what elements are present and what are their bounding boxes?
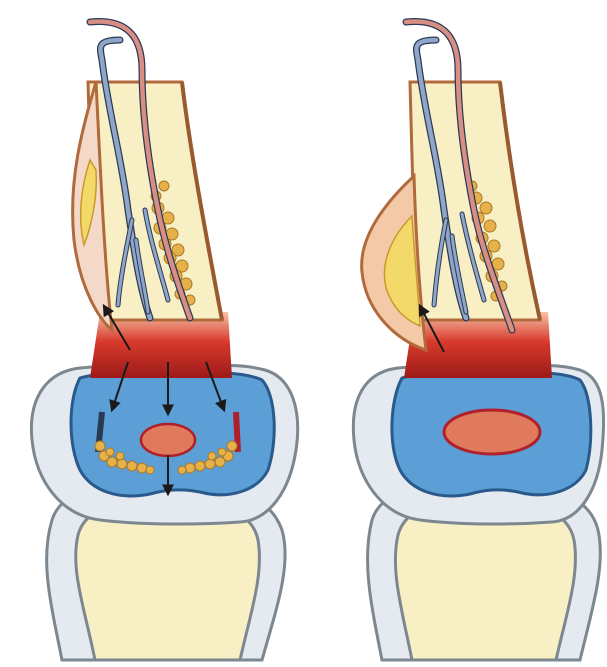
left-knee-panel bbox=[31, 22, 297, 660]
infection-focus-right bbox=[444, 410, 540, 454]
infection-focus bbox=[141, 424, 195, 456]
right-knee-panel bbox=[353, 22, 603, 660]
